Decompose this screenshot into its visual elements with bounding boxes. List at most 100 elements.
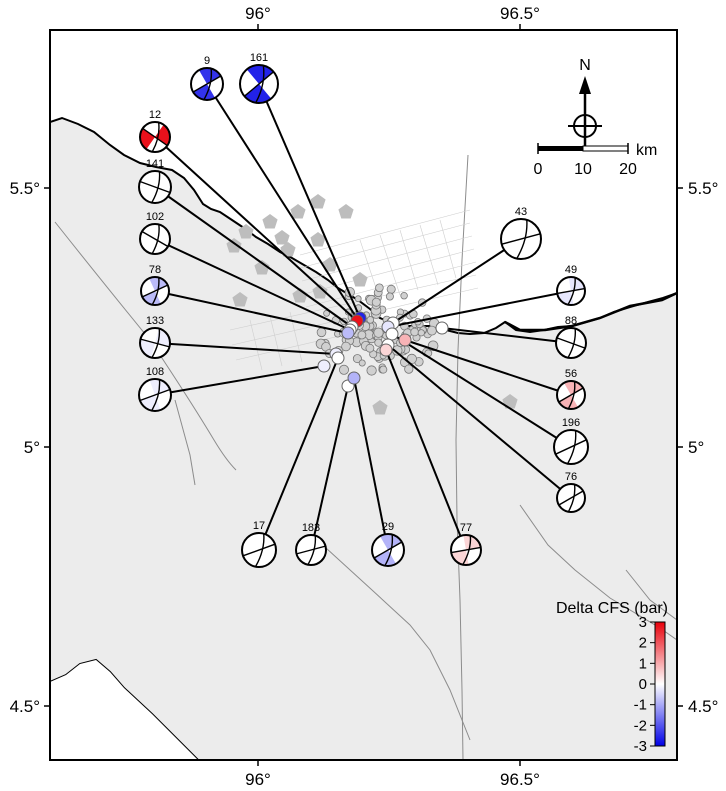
aftershock-marker: [238, 224, 254, 239]
event-label-133: 133: [146, 315, 164, 327]
aftershock-marker: [274, 230, 290, 245]
colorbar-ramp: [654, 621, 666, 747]
frame-ticks: [44, 24, 683, 766]
epicenter-88: [435, 321, 449, 335]
event-label-141: 141: [146, 158, 164, 170]
connector-line-56: [404, 339, 572, 396]
colorbar-tick-label: 3: [639, 614, 647, 631]
beachball-77: [450, 534, 482, 566]
beachball-141: [138, 170, 172, 204]
beachball-29: [371, 533, 405, 567]
aftershock-marker: [502, 394, 518, 409]
event-label-108: 108: [146, 366, 164, 378]
epicenter-108: [317, 359, 331, 373]
seismicity-dot: [338, 364, 349, 375]
epicenter-77: [379, 343, 393, 357]
seismicity-dot: [374, 338, 383, 347]
event-label-102: 102: [146, 211, 164, 223]
seismicity-dot: [366, 365, 377, 376]
event-label-183: 183: [302, 522, 320, 534]
connector-line-77: [385, 349, 467, 551]
seismicity-dot: [417, 329, 425, 337]
seismicity-dot: [316, 327, 327, 338]
connector-line-12: [154, 136, 358, 322]
northeast-coast: [504, 291, 677, 332]
seismicity-dot: [323, 309, 331, 317]
beachball-102: [139, 223, 171, 255]
event-label-12: 12: [149, 109, 161, 121]
seismicity-dot: [352, 354, 362, 364]
seismicity-dot: [366, 316, 375, 324]
seismicity-dot: [410, 327, 419, 337]
seismicity-dot: [404, 364, 414, 374]
event-label-9: 9: [204, 55, 210, 67]
beachball-17: [241, 532, 277, 568]
aftershock-marker: [312, 284, 328, 299]
connector-line-102: [154, 238, 351, 331]
connector-line-133: [154, 342, 337, 355]
beachball-78: [140, 276, 170, 306]
seismicity-dot: [375, 283, 384, 293]
seismicity-dot: [386, 284, 396, 294]
seismicity-dot: [341, 341, 351, 352]
seismicity-dot: [354, 295, 362, 303]
event-label-56: 56: [565, 368, 577, 380]
map-frame: [49, 29, 678, 761]
y-tick-right-4-5: 4.5°: [688, 697, 718, 716]
connector-line-161: [258, 83, 361, 319]
scale-unit: km: [636, 142, 657, 159]
y-tick-left-5: 5°: [24, 438, 40, 457]
scale-bar: 0 10 20 km: [534, 142, 658, 178]
x-tick-top-96-5: 96.5°: [500, 4, 540, 23]
beachball-196: [553, 429, 589, 465]
colorbar-title: Delta CFS (bar): [556, 600, 668, 617]
event-connectors: [154, 83, 572, 551]
beachball-43: [500, 218, 542, 260]
connector-line-108: [154, 365, 325, 396]
event-epicenters: [317, 311, 449, 393]
colorbar-tick-label: 1: [639, 655, 647, 672]
southwest-sea: [50, 660, 198, 760]
event-label-29: 29: [382, 521, 394, 533]
scale-tick-10: 10: [574, 161, 592, 178]
north-arrow-head-icon: [579, 76, 591, 94]
colorbar-tick-label: -2: [634, 717, 647, 734]
seismicity-dot: [371, 297, 381, 307]
event-label-78: 78: [149, 264, 161, 276]
beachball-49: [556, 276, 586, 306]
seismicity-dot: [385, 292, 394, 301]
event-label-88: 88: [565, 315, 577, 327]
event-label-196: 196: [562, 417, 580, 429]
x-tick-bottom-96-5: 96.5°: [500, 770, 540, 789]
aftershock-marker: [310, 232, 326, 247]
event-label-17: 17: [253, 520, 265, 532]
aftershock-marker: [262, 214, 278, 229]
beachball-88: [555, 327, 587, 359]
aftershock-marker: [338, 204, 354, 219]
epicenter-29: [347, 371, 361, 385]
beachball-56: [556, 380, 586, 410]
epicenter-78: [341, 326, 355, 340]
seismicity-dot: [358, 359, 366, 367]
aftershock-pentagons: [226, 194, 518, 415]
event-label-43: 43: [515, 206, 527, 218]
seismicity-dot: [400, 292, 408, 300]
aftershock-marker: [232, 292, 248, 307]
connector-line-196: [391, 333, 572, 448]
y-tick-left-5-5: 5.5°: [10, 179, 40, 198]
scale-tick-0: 0: [534, 161, 543, 178]
aftershock-marker: [290, 204, 306, 219]
event-label-77: 77: [460, 522, 472, 534]
y-tick-right-5-5: 5.5°: [688, 179, 718, 198]
connector-line-78: [154, 290, 349, 334]
event-label-49: 49: [565, 264, 577, 276]
epicenter-196: [385, 327, 399, 341]
aftershock-marker: [310, 194, 326, 209]
beachball-161: [239, 64, 279, 104]
connector-line-17: [258, 357, 339, 551]
aftershock-marker: [322, 257, 338, 272]
beachball-76: [556, 483, 586, 513]
